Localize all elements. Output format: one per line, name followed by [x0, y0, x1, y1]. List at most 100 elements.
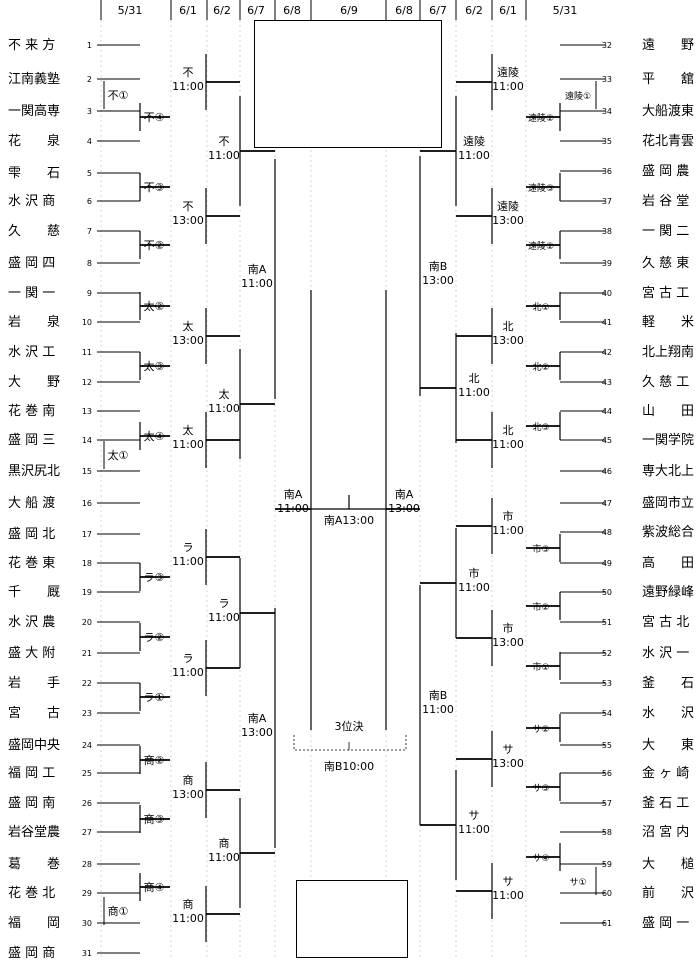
team-number-left: 12	[82, 378, 92, 387]
team-number-right: 36	[602, 167, 612, 176]
team-name-right: 紫波総合	[642, 525, 694, 540]
left-r2-team: 商	[183, 773, 194, 787]
team-number-left: 8	[87, 259, 92, 268]
team-name-right: 盛 岡 一	[642, 916, 689, 931]
left-r3-team: 不	[219, 135, 230, 148]
date-header-left: 6/7	[247, 4, 265, 17]
left-r3-time: 11:00	[208, 611, 240, 624]
right-r3-team: 北	[469, 372, 480, 385]
team-name-left: 盛 岡 北	[8, 527, 55, 542]
team-number-left: 14	[82, 436, 92, 445]
left-r2-time: 11:00	[172, 80, 204, 93]
team-name-right: 山 田	[642, 404, 694, 419]
right-r2-time: 13:00	[492, 757, 524, 770]
team-number-right: 35	[602, 137, 612, 146]
team-number-left: 26	[82, 799, 92, 808]
team-number-right: 51	[602, 618, 612, 627]
date-header-right: 6/2	[465, 4, 483, 17]
team-number-left: 20	[82, 618, 92, 627]
team-name-right: 花北青雲	[642, 133, 694, 149]
team-number-left: 10	[82, 318, 92, 327]
team-number-left: 11	[82, 348, 92, 357]
team-number-right: 57	[602, 799, 612, 808]
left-r2-team: 不	[183, 66, 194, 79]
right-r4-time: 11:00	[422, 703, 454, 716]
team-name-right: 久 慈 東	[642, 255, 689, 271]
team-number-left: 31	[82, 949, 92, 958]
right-r1-label: 遠陵③	[528, 182, 554, 194]
team-name-left: 盛 岡 三	[8, 433, 55, 448]
team-name-left: 千 厩	[8, 585, 60, 600]
team-number-right: 60	[602, 889, 612, 898]
right-r4-time: 13:00	[422, 274, 454, 287]
left-r2-team: 商	[183, 897, 194, 911]
right-r2-time: 13:00	[492, 214, 524, 227]
team-name-right: 大 槌	[642, 856, 694, 872]
team-number-right: 55	[602, 741, 612, 750]
left-r2-time: 13:00	[172, 214, 204, 227]
right-r3-time: 11:00	[458, 149, 490, 162]
right-r2-team: 遠陵	[497, 66, 519, 79]
team-name-left: 福 岡 工	[8, 766, 55, 781]
right-r2-time: 11:00	[492, 80, 524, 93]
left-r2-time: 11:00	[172, 912, 204, 925]
team-name-right: 釜 石 工	[642, 796, 689, 811]
left-r3-team: ラ	[219, 597, 230, 610]
final-label: 南A13:00	[324, 514, 374, 527]
team-number-left: 29	[82, 889, 92, 898]
team-name-right: 遠 野	[642, 38, 694, 53]
left-r3-team: 商	[219, 836, 230, 850]
right-r1-label: 北②	[532, 362, 549, 373]
team-number-right: 59	[602, 860, 612, 869]
team-number-right: 61	[602, 919, 612, 928]
left-r2-team: ラ	[183, 652, 194, 665]
team-number-left: 17	[82, 530, 92, 539]
right-r4-team: 南B	[429, 260, 448, 273]
team-number-right: 53	[602, 679, 612, 688]
right-r3-time: 11:00	[458, 386, 490, 399]
right-r3-team: サ	[469, 809, 480, 822]
left-r2-time: 11:00	[172, 666, 204, 679]
team-name-right: 盛岡市立	[642, 495, 694, 511]
team-number-right: 32	[602, 41, 612, 50]
team-number-right: 49	[602, 559, 612, 568]
left-semi-time: 11:00	[277, 502, 309, 515]
team-number-right: 43	[602, 378, 612, 387]
team-name-left: 宮 古	[8, 705, 60, 721]
team-name-right: 専大北上	[642, 464, 694, 479]
team-number-right: 41	[602, 318, 612, 327]
third-place-venue: 南B10:00	[324, 760, 374, 773]
team-number-left: 27	[82, 828, 92, 837]
team-name-right: 遠野緑峰	[642, 585, 694, 600]
right-semi-time: 13:00	[388, 502, 420, 515]
team-name-right: 釜 石	[642, 676, 694, 691]
team-name-left: 盛岡中央	[8, 738, 60, 753]
team-name-left: 葛 巻	[8, 857, 60, 872]
team-number-left: 16	[82, 499, 92, 508]
team-name-right: 宮 古 工	[642, 285, 689, 301]
team-name-left: 水 沢 商	[8, 194, 55, 209]
team-number-right: 45	[602, 436, 612, 445]
right-r2-team: 北	[503, 424, 514, 437]
team-number-left: 19	[82, 588, 92, 597]
team-number-left: 2	[87, 75, 92, 84]
right-r1-label: サ②	[532, 724, 549, 735]
team-number-left: 4	[87, 137, 92, 146]
right-r2-team: サ	[503, 743, 514, 756]
team-name-right: 金 ヶ 崎	[642, 765, 689, 781]
team-number-right: 47	[602, 499, 612, 508]
right-r2-time: 11:00	[492, 438, 524, 451]
team-name-right: 水 沢 一	[642, 646, 689, 661]
right-r1-label: 市③	[532, 543, 549, 555]
right-r2-team: 市	[503, 509, 514, 523]
team-name-right: 高 田	[642, 555, 694, 571]
team-name-right: 北上翔南	[642, 344, 694, 360]
date-header-right: 6/7	[429, 4, 447, 17]
left-r2-team: 不	[183, 200, 194, 213]
left-r4-team: 南A	[248, 263, 267, 276]
right-r1-label: 遠陵②	[528, 112, 554, 124]
team-name-right: 大船渡東	[642, 103, 694, 119]
team-number-right: 38	[602, 227, 612, 236]
left-r4-time: 13:00	[241, 726, 273, 739]
